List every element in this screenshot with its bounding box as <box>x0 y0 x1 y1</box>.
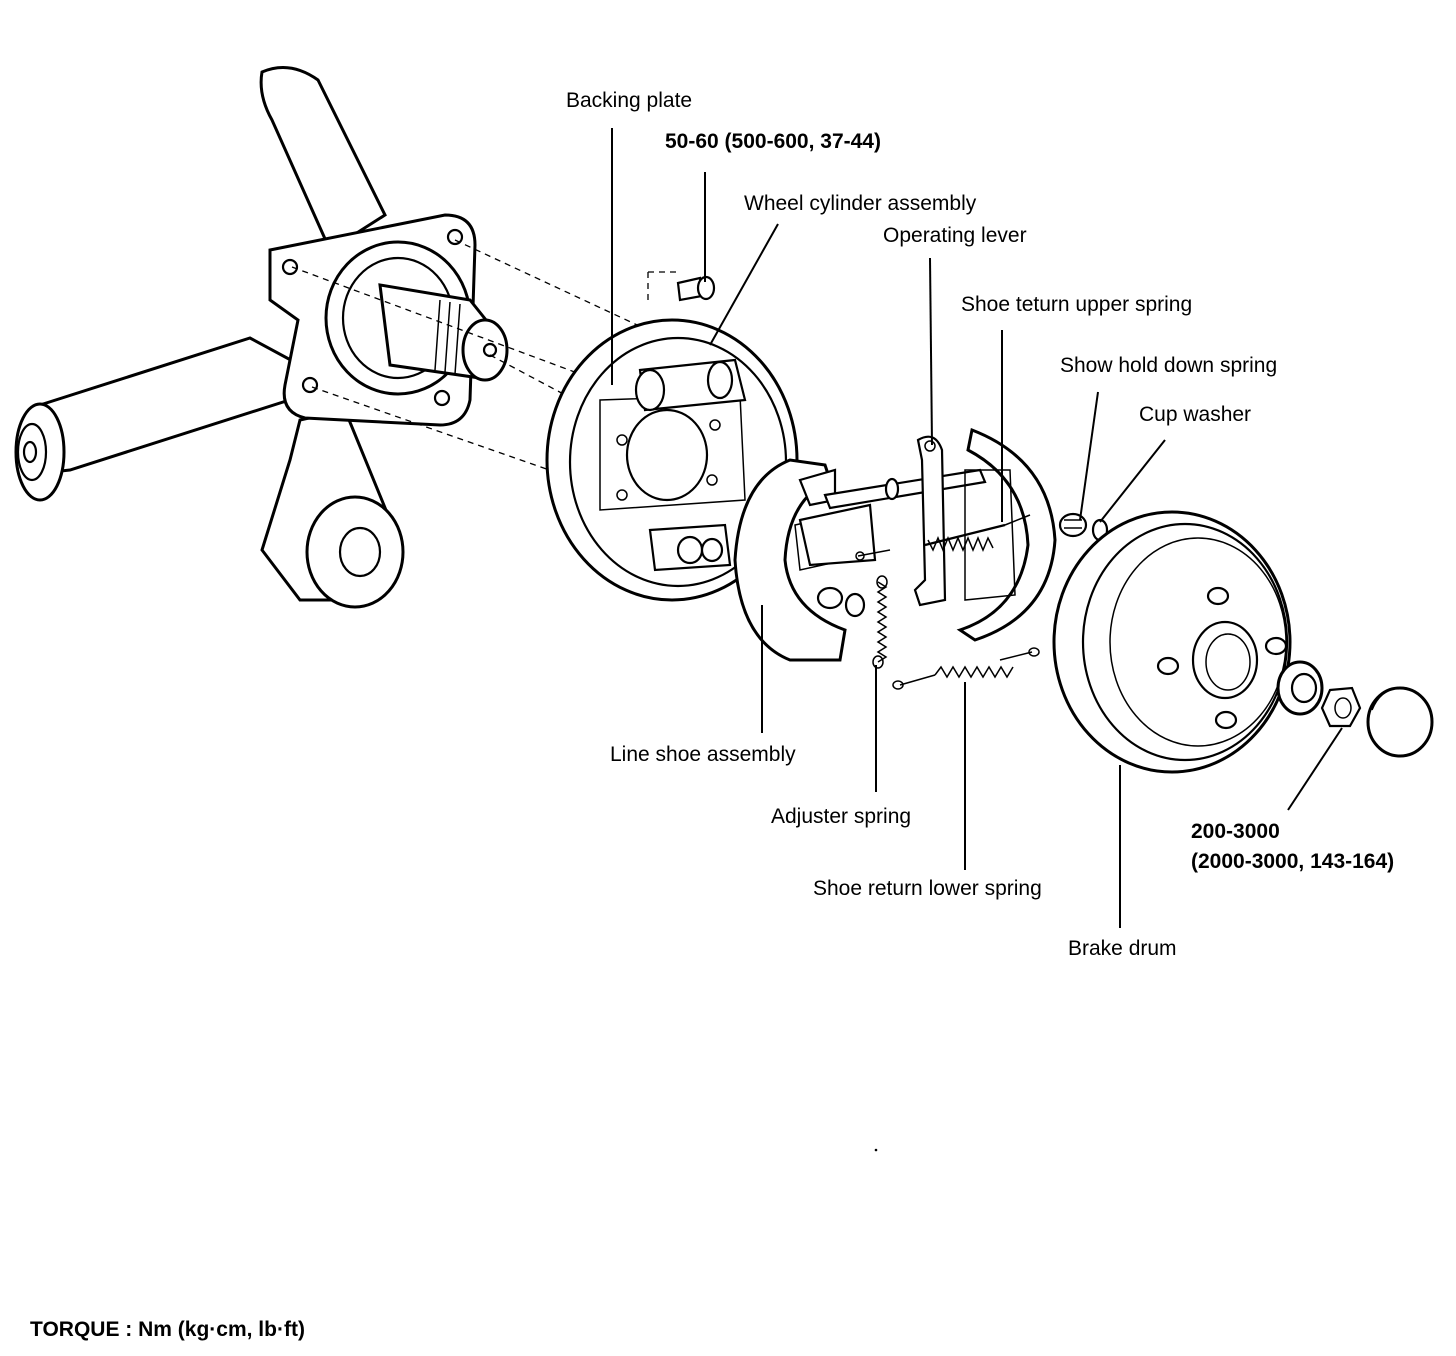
leader-lines <box>611 128 1343 928</box>
adjuster-strut <box>798 468 987 567</box>
label-cup-washer: Cup washer <box>1139 403 1252 426</box>
label-adjuster-spring: Adjuster spring <box>771 805 912 828</box>
label-backing-plate-torque: 50-60 (500-600, 37-44) <box>665 130 881 153</box>
right-shoe-part <box>956 427 1057 642</box>
adjuster-spring-part <box>872 575 888 669</box>
hub-hardware <box>1276 660 1434 758</box>
label-backing-plate: Backing plate <box>566 89 693 112</box>
right-hold-down-set <box>1058 512 1109 542</box>
label-wheel-cylinder-assembly: Wheel cylinder assembly <box>744 192 977 215</box>
label-hub-nut-torque-line1: 200-3000 <box>1191 820 1280 843</box>
label-lining-shoe-assembly: Line shoe assembly <box>610 743 796 766</box>
speck <box>874 1148 878 1152</box>
backing-plate-bolt <box>676 275 716 302</box>
label-operating-lever: Operating lever <box>883 224 1027 247</box>
label-hub-nut-torque-line2: (2000-3000, 143-164) <box>1191 850 1395 873</box>
upper-return-spring <box>855 514 1031 561</box>
left-hold-down-set <box>816 586 866 618</box>
label-shoe-return-upper-spring: Shoe teturn upper spring <box>961 293 1193 316</box>
lower-return-spring <box>892 647 1040 690</box>
label-shoe-hold-down-spring: Show hold down spring <box>1060 354 1278 377</box>
knuckle-assembly <box>14 66 509 609</box>
backing-plate-part <box>545 318 799 602</box>
label-shoe-return-lower-spring: Shoe return lower spring <box>813 877 1042 900</box>
label-brake-drum: Brake drum <box>1068 937 1177 960</box>
brake-drum-part <box>1052 510 1292 774</box>
operating-lever-part <box>913 435 947 607</box>
footer-torque-units: TORQUE : Nm (kg·cm, lb·ft) <box>30 1318 305 1341</box>
